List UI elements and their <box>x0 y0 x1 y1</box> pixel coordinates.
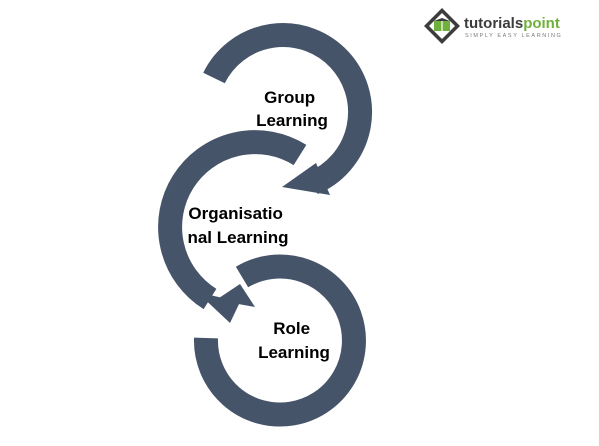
logo-name-part2: point <box>523 15 560 32</box>
organisational-learning-line-2: nal Learning <box>187 228 288 247</box>
role-learning-ring <box>193 254 366 427</box>
role-learning-line-1: Role <box>273 319 310 338</box>
logo-tagline: SIMPLY EASY LEARNING <box>465 33 562 39</box>
logo-wordmark: tutorialspoint <box>464 15 560 32</box>
learning-cycle <box>158 23 372 427</box>
logo-name-part1: tutorials <box>464 15 523 32</box>
logo-mark-icon <box>424 8 460 44</box>
group-learning-label: Group Learning <box>256 88 328 130</box>
organisational-learning-arrowhead <box>216 284 255 307</box>
tutorialspoint-logo: tutorialspoint SIMPLY EASY LEARNING <box>424 8 562 44</box>
organisational-learning-label: Organisatio nal Learning <box>187 204 288 247</box>
group-learning-line-2: Learning <box>256 111 328 130</box>
group-learning-ring <box>203 23 372 195</box>
organisational-learning-line-1: Organisatio <box>188 204 282 223</box>
role-learning-label: Role Learning <box>258 319 330 362</box>
group-learning-arrowhead <box>282 163 330 195</box>
role-learning-line-2: Learning <box>258 343 330 362</box>
organisational-learning-ring <box>158 130 307 310</box>
group-learning-line-1: Group <box>264 88 315 107</box>
